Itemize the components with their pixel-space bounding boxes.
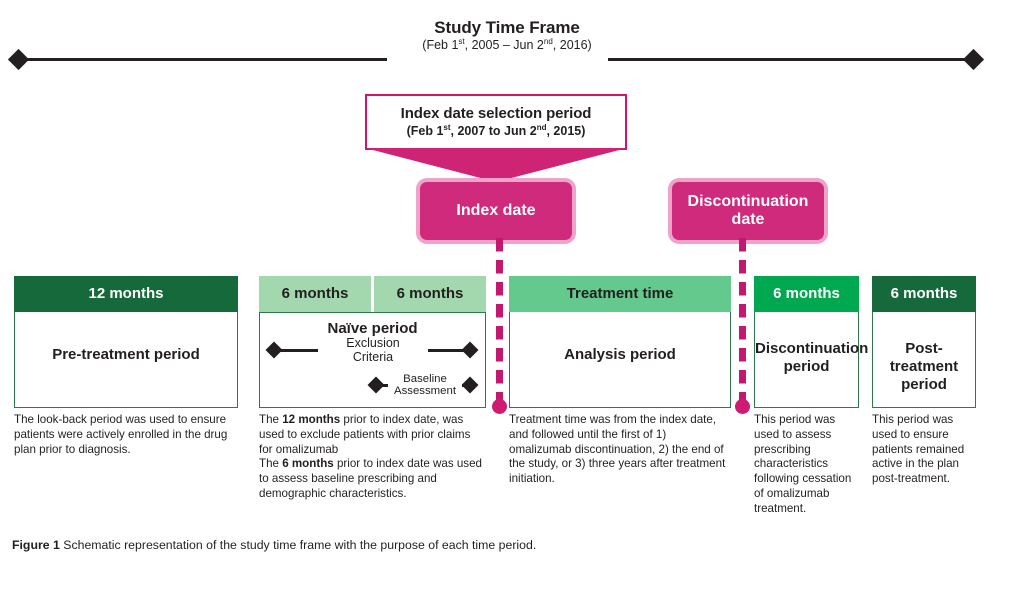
panel-post-treatment-caption: This period was used to ensure patients …: [872, 413, 965, 486]
idx-dates-mid: , 2007 to Jun 2: [450, 124, 537, 139]
panel-naive-body: Naïve period Exclusion Criteria Baseline…: [259, 312, 486, 408]
index-date-selection-arrow-icon: [365, 148, 627, 182]
baseline-assessment-line1: Baseline: [403, 373, 447, 385]
panel-naive-period: 6 months 6 months Naïve period Exclusion…: [259, 276, 486, 502]
panel-naive-caption: The 12 months prior to index date, was u…: [259, 413, 486, 502]
naive-caption-l2b: 6 months: [282, 457, 334, 471]
figure-caption: Figure 1 Schematic representation of the…: [12, 538, 912, 552]
panel-post-treatment-header: 6 months: [872, 276, 976, 312]
panel-naive-title: Naïve period: [327, 320, 418, 337]
timeline-line-left: [24, 58, 387, 61]
study-dates-mid: , 2005 – Jun 2: [464, 38, 544, 53]
panel-discontinuation-header: 6 months: [754, 276, 859, 312]
baseline-arrow-right-head-icon: [461, 376, 479, 394]
idx-dates-prefix: (Feb 1: [406, 124, 444, 139]
discontinuation-date-label: Discontinuation date: [687, 192, 809, 228]
time-period-panels: 12 months Pre-treatment period The look-…: [0, 276, 1014, 516]
idx-dates-sup-nd: nd: [536, 123, 547, 133]
index-date-label: Index date: [456, 201, 536, 219]
study-time-frame-dates: (Feb 1st, 2005 – Jun 2nd, 2016): [0, 36, 1014, 53]
panel-naive-header-left: 6 months: [259, 276, 371, 312]
panel-post-treatment-title: Post-treatment period: [889, 340, 959, 393]
baseline-assessment-line2: Assessment: [393, 385, 457, 398]
exclusion-criteria-line2: Criteria: [352, 349, 394, 364]
study-time-frame-bar: Study Time Frame (Feb 1st, 2005 – Jun 2n…: [0, 18, 1014, 71]
panel-pre-treatment-body: Pre-treatment period: [14, 312, 238, 408]
panel-treatment-time-caption: Treatment time was from the index date, …: [509, 413, 726, 486]
study-dates-prefix: (Feb 1: [422, 38, 459, 53]
index-date-selection-title: Index date selection period: [400, 105, 592, 122]
figure-caption-text: Schematic representation of the study ti…: [59, 538, 537, 552]
panel-post-treatment: 6 months Post-treatment period This peri…: [872, 276, 976, 487]
panel-pre-treatment-header: 12 months: [14, 276, 238, 312]
study-dates-suffix: , 2016): [552, 38, 592, 53]
discontinuation-date-connector-dot-icon: [735, 399, 750, 414]
discontinuation-date-dashed-connector: [739, 238, 746, 408]
panel-pre-treatment: 12 months Pre-treatment period The look-…: [14, 276, 238, 457]
panel-treatment-time-body: Analysis period: [509, 312, 731, 408]
exclusion-criteria-label: Exclusion Criteria: [318, 336, 428, 364]
timeline-line-right: [608, 58, 970, 61]
naive-caption-l1c: prior to index date, was used to exclude…: [259, 413, 471, 456]
index-date-selection-callout: Index date selection period (Feb 1st, 20…: [365, 94, 627, 150]
panel-discontinuation-caption: This period was used to assess prescribi…: [754, 413, 852, 515]
timeline-right-arrowhead-icon: [962, 48, 985, 71]
idx-dates-suffix: , 2015): [546, 124, 586, 139]
figure-caption-label: Figure 1: [12, 538, 60, 552]
index-date-dashed-connector: [496, 238, 503, 408]
panel-pre-treatment-title: Pre-treatment period: [52, 346, 200, 363]
panel-treatment-time-header: Treatment time: [509, 276, 731, 312]
exclusion-arrow-right-head-icon: [461, 341, 479, 359]
naive-caption-l1b: 12 months: [282, 413, 341, 426]
panel-post-treatment-body: Post-treatment period: [872, 312, 976, 408]
panel-discontinuation-title: Discontinuation period: [755, 340, 869, 375]
naive-caption-l2a: The: [259, 457, 283, 471]
discontinuation-date-box: Discontinuation date: [672, 182, 824, 240]
panel-pre-treatment-caption: The look-back period was used to ensure …: [14, 413, 228, 456]
naive-caption-l1a: The: [259, 413, 283, 426]
panel-treatment-time-title: Analysis period: [564, 346, 676, 363]
index-date-selection-dates: (Feb 1st, 2007 to Jun 2nd, 2015): [373, 123, 619, 139]
study-time-frame-label-group: Study Time Frame (Feb 1st, 2005 – Jun 2n…: [0, 18, 1014, 52]
panel-discontinuation: 6 months Discontinuation period This per…: [754, 276, 869, 517]
index-date-selection-box: Index date selection period (Feb 1st, 20…: [365, 94, 627, 150]
study-dates-sup-nd: nd: [543, 36, 553, 46]
baseline-assessment-label: Baseline Assessment: [388, 373, 462, 398]
index-date-box: Index date: [420, 182, 572, 240]
index-date-connector-dot-icon: [492, 399, 507, 414]
idx-dates-sup-st: st: [443, 123, 451, 133]
study-dates-sup-st: st: [458, 36, 465, 46]
study-time-frame-title: Study Time Frame: [434, 18, 580, 37]
panel-treatment-time: Treatment time Analysis period Treatment…: [509, 276, 731, 487]
panel-discontinuation-body: Discontinuation period: [754, 312, 869, 408]
panel-naive-header-group: 6 months 6 months: [259, 276, 486, 312]
naive-caption-l2c: prior to index date was used to assess b…: [259, 457, 482, 501]
panel-naive-header-right: 6 months: [374, 276, 486, 312]
exclusion-criteria-line1: Exclusion: [346, 336, 400, 350]
